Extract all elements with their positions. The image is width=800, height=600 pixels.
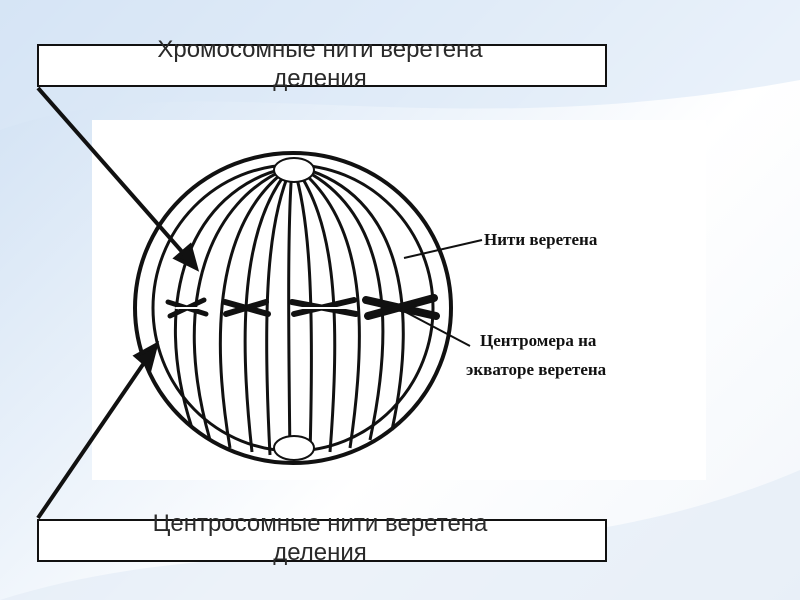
- chromosomal-fibers-label-line1: Хромосомные нити веретена: [157, 36, 483, 63]
- spindle-fiber: [218, 166, 290, 449]
- top-arrow: [36, 86, 200, 272]
- spindle-fiber: [294, 167, 337, 453]
- centrosomal-fibers-label-line1: Центросомные нити веретена: [152, 510, 488, 537]
- spindle-fiber: [192, 166, 289, 441]
- spindle-fiber: [297, 166, 361, 449]
- spindle-fiber: [299, 166, 385, 441]
- chromosome: [222, 299, 271, 317]
- spindle-fibers-label: Нити веретена: [484, 230, 598, 249]
- bottom-arrow: [36, 341, 160, 520]
- centromere-leader-line: [397, 307, 471, 347]
- spindle-fiber: [292, 167, 313, 456]
- chromosome: [165, 297, 209, 319]
- bottom-centrosome: [273, 435, 315, 461]
- chromosomal-fibers-label: Хромосомные нити веретена деления: [0, 35, 640, 93]
- chromosomes: [165, 294, 440, 320]
- centrosomal-fibers-label-box: [37, 519, 607, 562]
- spindle-fiber: [243, 167, 292, 453]
- centromere-label-line1: Центромера на: [480, 331, 597, 350]
- spindle-fiber: [287, 167, 294, 457]
- cell-outline: [133, 151, 453, 465]
- spindle-fiber: [301, 166, 405, 431]
- top-centrosome: [273, 157, 315, 183]
- spindle-fiber-leader-line: [403, 239, 483, 259]
- centrosomal-fibers-label: Центросомные нити веретена деления: [0, 509, 640, 567]
- centrosomal-fibers-label-line2: деления: [273, 539, 367, 566]
- centromere-label-line2: экваторе веретена: [466, 360, 607, 379]
- chromosomal-fibers-label-box: [37, 44, 607, 87]
- chromosome: [289, 297, 359, 317]
- spindle-fiber: [265, 167, 293, 456]
- chromosome: [362, 294, 440, 320]
- spindle-figure-panel: [92, 120, 706, 480]
- chromosomal-fibers-label-line2: деления: [273, 65, 367, 92]
